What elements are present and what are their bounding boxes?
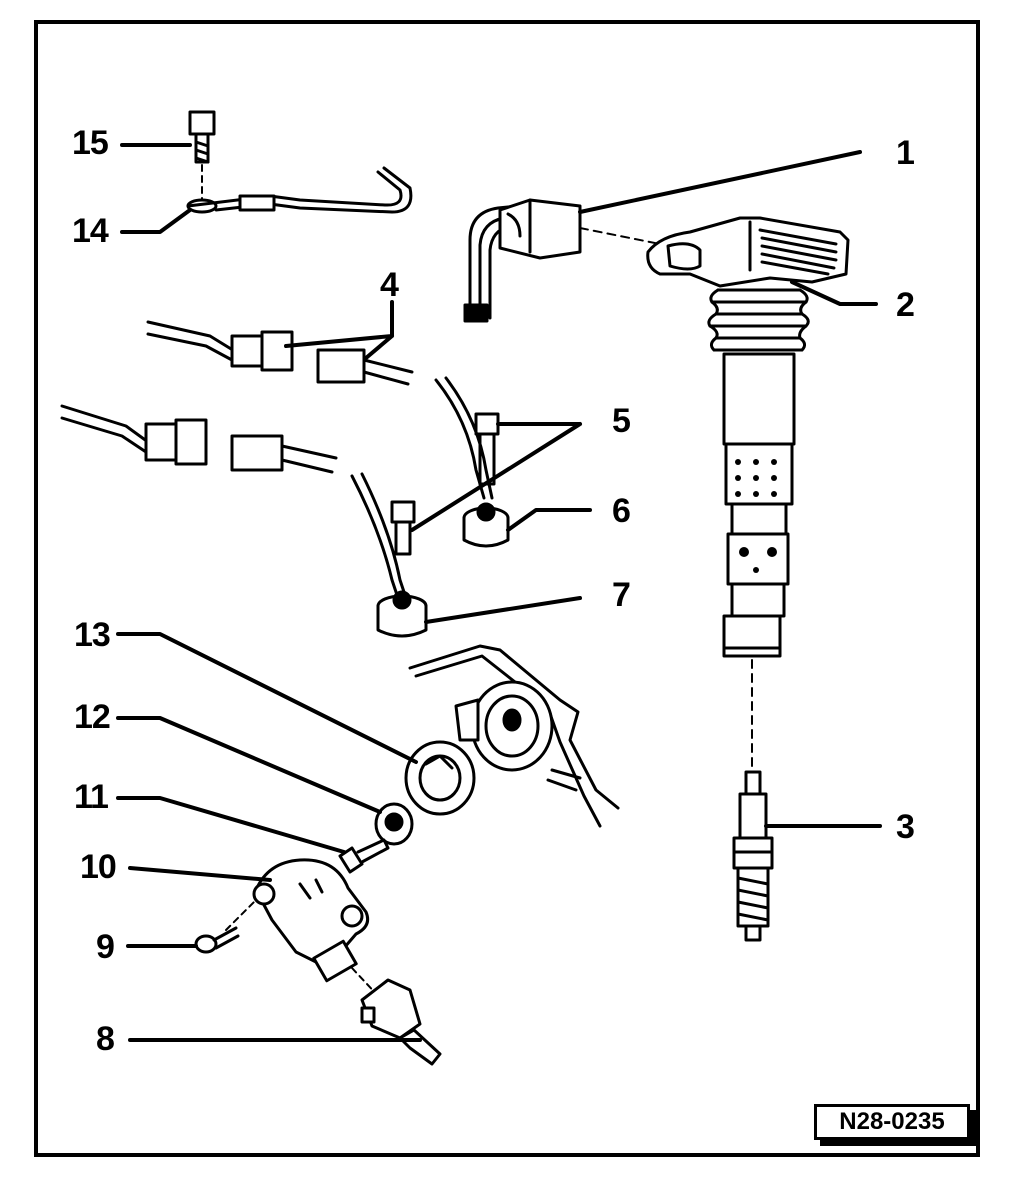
callout-3: 3 <box>896 808 915 846</box>
part-4-connectors <box>60 320 414 474</box>
callout-10: 10 <box>80 848 117 886</box>
callout-4: 4 <box>380 266 399 304</box>
figure-id-label: N28-0235 <box>814 1104 970 1140</box>
part-9-screw <box>194 926 240 954</box>
callout-7: 7 <box>612 576 631 614</box>
part-15-bolt <box>188 110 216 164</box>
sensor-mount-bracket <box>408 644 620 828</box>
axis-9-10 <box>225 899 257 931</box>
leader-13 <box>116 632 418 764</box>
part-12-rotor <box>374 802 414 846</box>
leader-7 <box>424 596 582 624</box>
axis-1-2 <box>579 227 661 245</box>
callout-9: 9 <box>96 928 115 966</box>
callout-5: 5 <box>612 402 631 440</box>
part-10-hall-sender <box>252 858 370 983</box>
part-11-bolt <box>338 838 390 874</box>
part-2-ignition-coil <box>646 216 850 658</box>
leader-1 <box>578 150 862 214</box>
leader-4 <box>284 300 394 360</box>
leader-10 <box>128 866 272 882</box>
callout-13: 13 <box>74 616 111 654</box>
callout-8: 8 <box>96 1020 115 1058</box>
part-13-seal-ring <box>404 740 476 816</box>
part-6-knock-sensor <box>434 376 510 548</box>
leader-2 <box>790 280 878 306</box>
callout-14: 14 <box>72 212 109 250</box>
part-5-bolts <box>390 412 500 556</box>
part-8-connector <box>360 978 442 1066</box>
callout-1: 1 <box>896 134 915 172</box>
callout-11: 11 <box>74 778 109 816</box>
leader-14 <box>120 208 192 234</box>
leader-6 <box>506 508 592 532</box>
leader-11 <box>116 796 346 854</box>
part-14-ground-strap <box>186 166 413 214</box>
callout-6: 6 <box>612 492 631 530</box>
part-7-knock-sensor <box>350 472 428 638</box>
leader-5 <box>410 422 582 532</box>
callout-15: 15 <box>72 124 109 162</box>
callout-12: 12 <box>74 698 111 736</box>
callout-2: 2 <box>896 286 915 324</box>
part-3-spark-plug <box>732 770 774 942</box>
part-1-connector <box>463 198 582 323</box>
leader-12 <box>116 716 382 814</box>
